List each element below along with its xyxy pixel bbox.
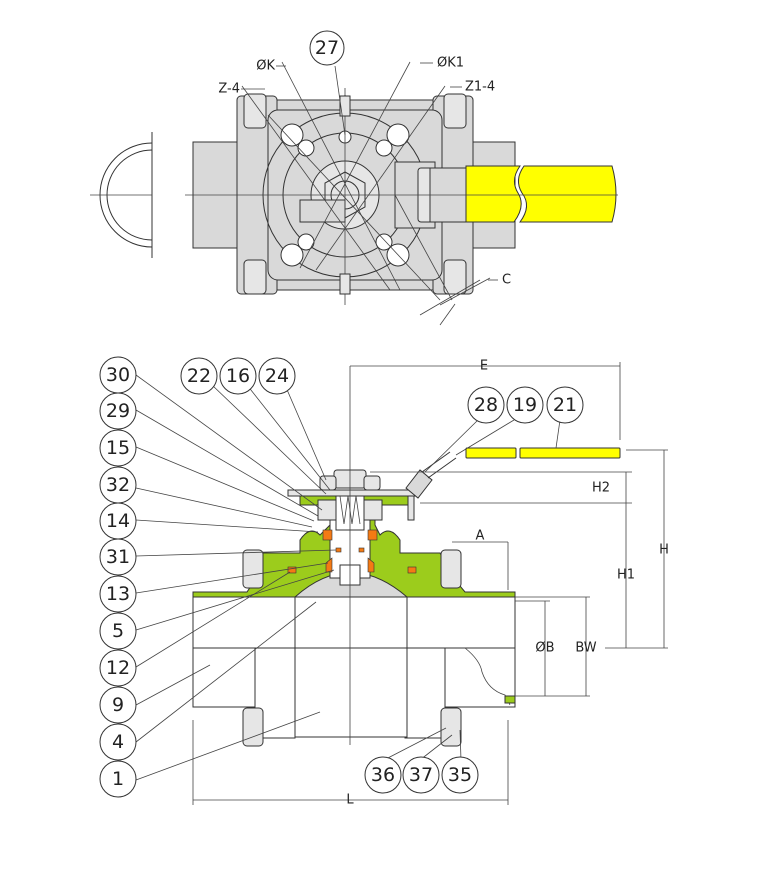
dim-label-z1-4: Z1-4	[465, 80, 495, 95]
dim-label-h: H	[659, 543, 669, 558]
top-leaders	[241, 61, 498, 326]
dim-label-l: L	[346, 793, 354, 808]
left-callouts: 30 29 15 32 14 31 13 5 12 9 4 1	[99, 356, 137, 798]
callout-label: 37	[409, 764, 433, 786]
dim-label-c: C	[502, 273, 511, 288]
callout-label: 36	[371, 764, 395, 786]
dim-label-h1: H1	[617, 568, 635, 583]
top-view: 27 ØK ØK1 Z-4 Z1-4 C	[90, 30, 618, 326]
callout-label: 21	[553, 394, 577, 416]
callout-label: 5	[112, 620, 124, 642]
dim-label-h2: H2	[592, 481, 610, 496]
dim-label-a: A	[476, 529, 485, 544]
dim-label-z4: Z-4	[218, 82, 240, 97]
handle-sleeve-top	[465, 165, 522, 223]
callout-label: 12	[106, 657, 130, 679]
flange-bolt-left-top	[242, 549, 264, 589]
callout-label: 28	[474, 394, 498, 416]
callout-label: 35	[448, 764, 472, 786]
callout-label: 29	[106, 400, 130, 422]
handle-sleeve-a	[465, 447, 517, 459]
flange-bolt-right-top	[440, 549, 462, 589]
callout-label: 9	[112, 694, 124, 716]
callout-leaders	[135, 374, 561, 781]
ball-bore	[294, 596, 408, 738]
seals	[287, 529, 417, 574]
dim-label-bw: BW	[575, 641, 596, 656]
callout-27-label: 27	[315, 37, 339, 59]
callout-label: 30	[106, 364, 130, 386]
top-bolts	[243, 93, 467, 295]
handle-callouts: 28 19 21	[467, 386, 584, 424]
callout-label: 19	[513, 394, 537, 416]
callout-label: 22	[187, 365, 211, 387]
callout-label: 24	[265, 365, 289, 387]
dim-label-ok: ØK	[256, 59, 275, 74]
dim-label-ok1: ØK1	[437, 56, 464, 71]
callout-label: 32	[106, 474, 130, 496]
callout-label: 1	[112, 768, 124, 790]
flange-bolt-right-bottom	[440, 707, 462, 747]
lever-plate	[287, 489, 419, 497]
handle-stop-arc	[90, 132, 153, 258]
dimension-lines	[192, 362, 668, 805]
handle-sleeve-b	[519, 447, 621, 459]
callout-label: 15	[106, 437, 130, 459]
dim-label-ob: ØB	[535, 641, 554, 656]
callout-label: 14	[106, 510, 130, 532]
callout-label: 31	[106, 546, 130, 568]
callout-27	[309, 30, 345, 66]
flange-bolt-left-bottom	[242, 707, 264, 747]
callout-label: 16	[226, 365, 250, 387]
bottom-callouts: 36 37 35	[364, 756, 479, 794]
callout-label: 13	[106, 583, 130, 605]
top-callouts: 22 16 24	[180, 357, 296, 395]
dim-label-e: E	[480, 359, 488, 374]
callout-label: 4	[112, 731, 124, 753]
handle-neck	[405, 469, 433, 499]
section-view: E H2 H H1 A ØB BW L	[99, 356, 669, 808]
